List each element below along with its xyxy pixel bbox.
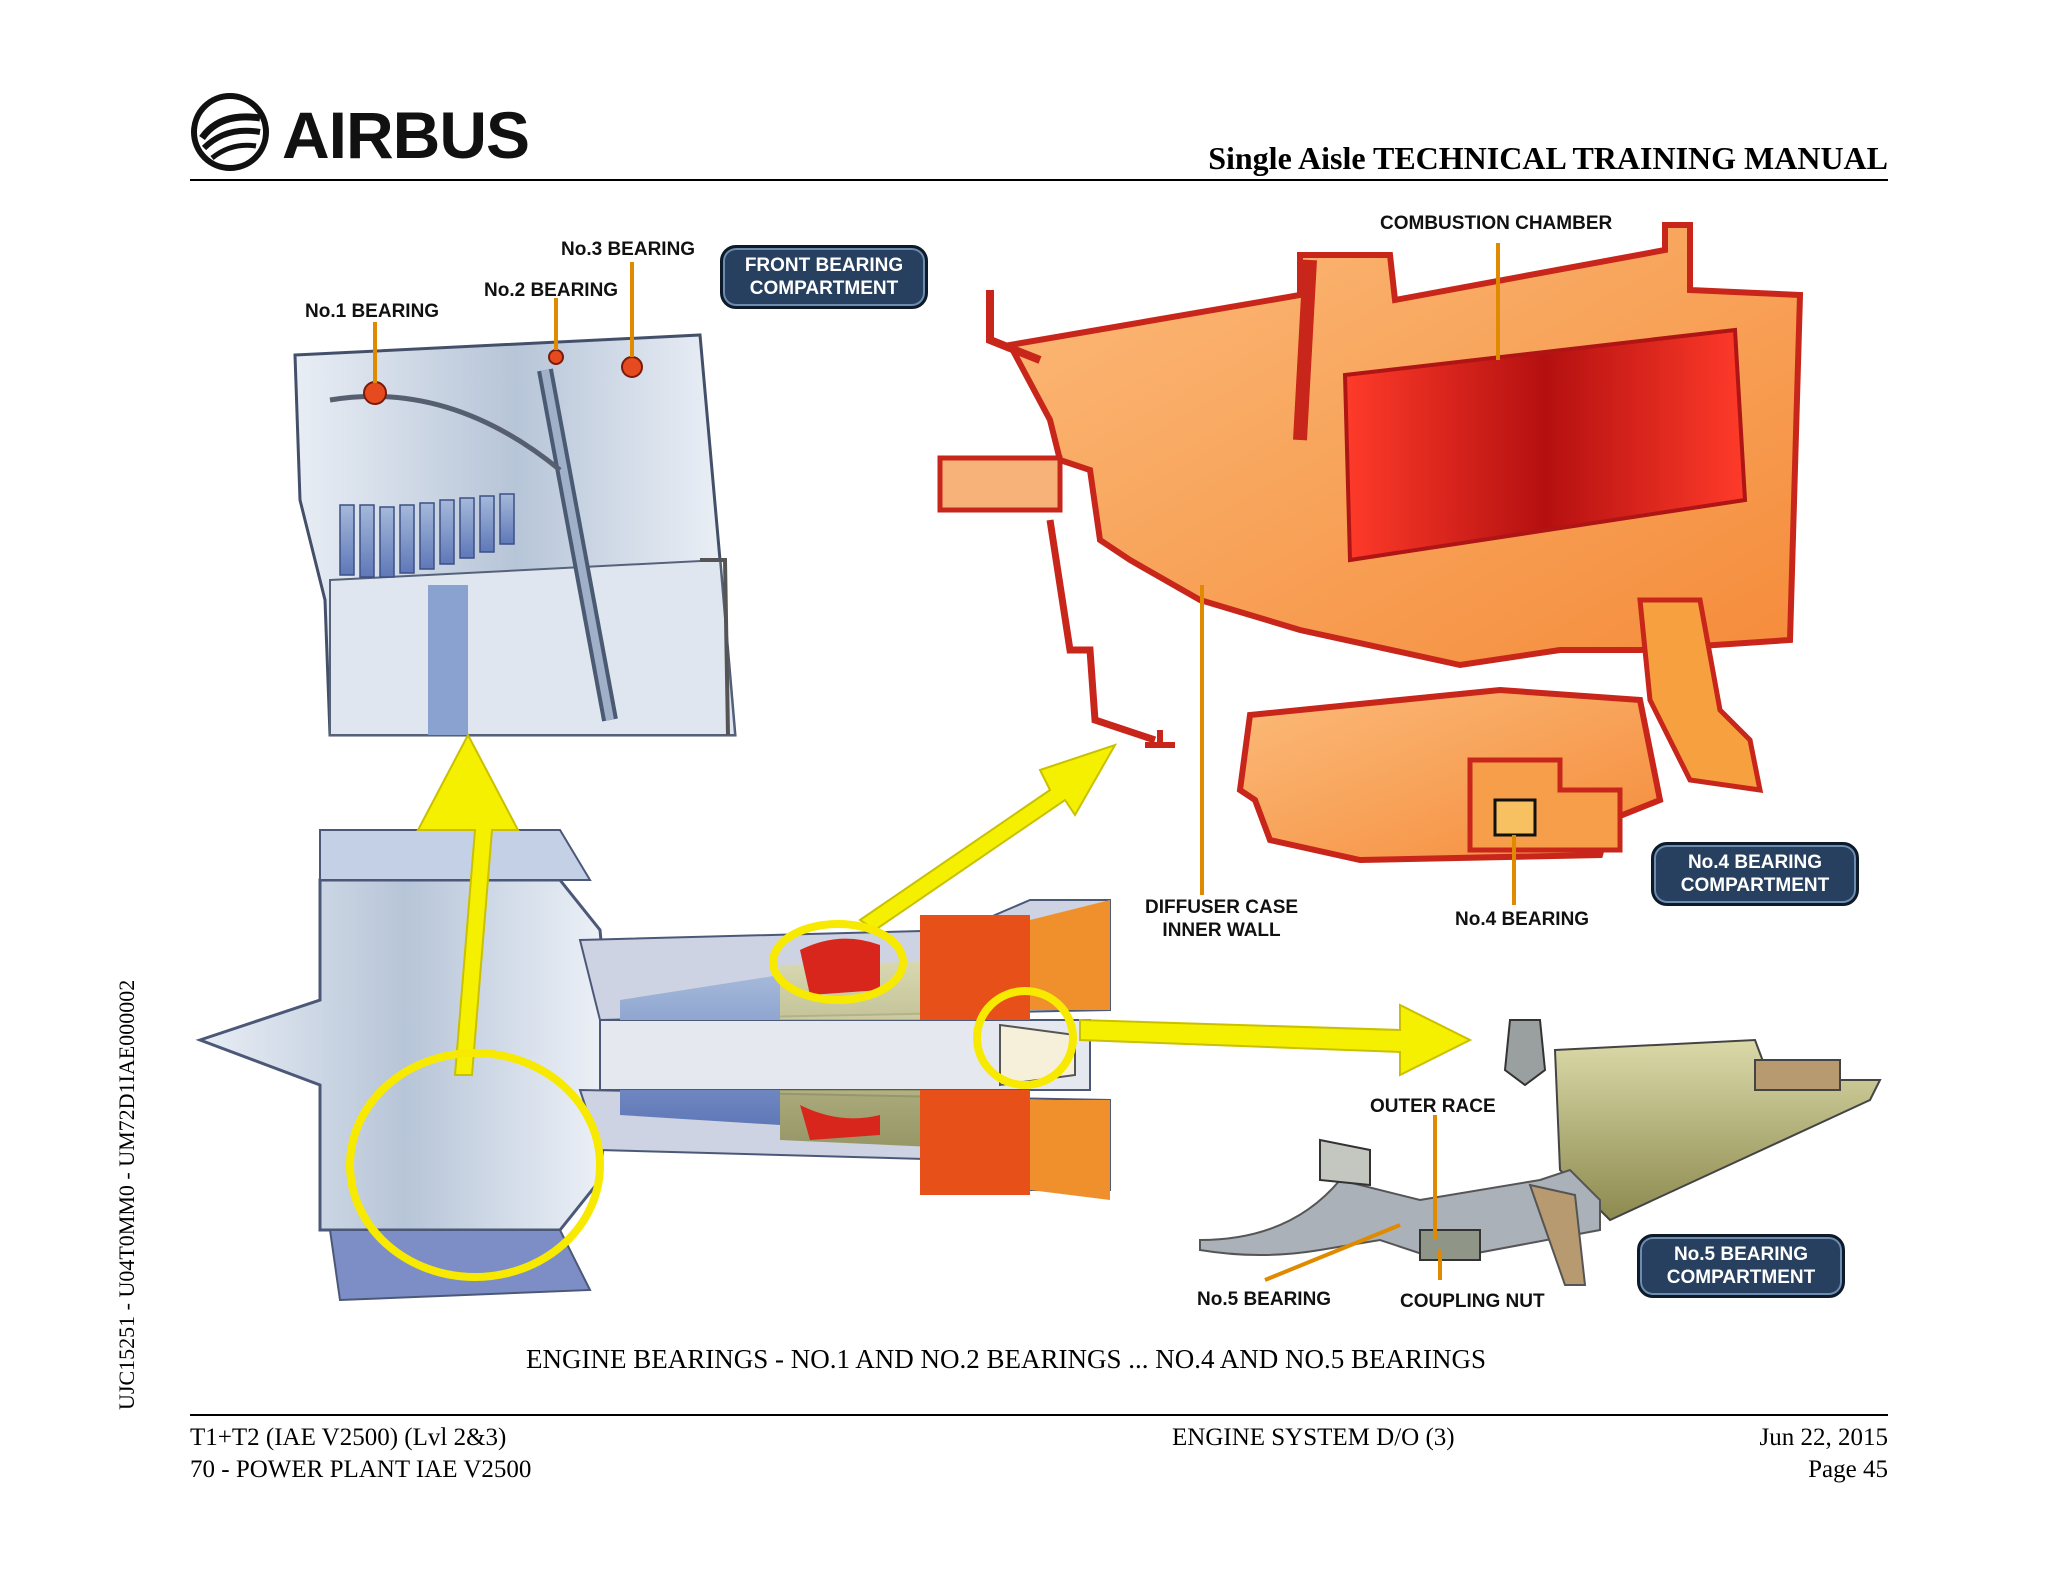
footer-page: Page 45 — [1808, 1456, 1888, 1483]
coupling-nut-label: COUPLING NUT — [1400, 1291, 1545, 1312]
no4-compartment-line2: COMPARTMENT — [1680, 875, 1830, 896]
no5-compartment-line2: COMPARTMENT — [1666, 1267, 1816, 1288]
front-bearing-compartment-drawing — [293, 333, 737, 737]
outer-race-label: OUTER RACE — [1370, 1096, 1496, 1117]
footer-left: T1+T2 (IAE V2500) (Lvl 2&3) 70 - POWER P… — [190, 1422, 531, 1486]
manual-title: Single Aisle TECHNICAL TRAINING MANUAL — [1208, 140, 1888, 176]
no4-bearing-label: No.4 BEARING — [1455, 909, 1590, 930]
leader-lines-no5 — [1264, 1115, 1442, 1282]
no3-bearing-label: No.3 BEARING — [561, 239, 696, 260]
footer-course: T1+T2 (IAE V2500) (Lvl 2&3) — [190, 1424, 507, 1451]
header-rule — [190, 179, 1888, 181]
no2-bearing-label: No.2 BEARING — [484, 280, 619, 301]
leader-lines-combustion — [1200, 243, 1516, 905]
front-compartment-line1: FRONT BEARING — [744, 255, 904, 276]
no5-bearing-label: No.5 BEARING — [1197, 1289, 1332, 1310]
no5-bearing-drawing — [1199, 1019, 1882, 1286]
no4-compartment-line1: No.4 BEARING — [1687, 852, 1823, 873]
airbus-logo-icon — [191, 93, 269, 171]
diffuser-line1: DIFFUSER CASE — [1145, 897, 1299, 918]
engine-cross-section — [195, 829, 1111, 1302]
diffuser-line2: INNER WALL — [1162, 920, 1281, 941]
front-bearing-compartment-badge: FRONT BEARING COMPARTMENT — [720, 245, 928, 309]
no5-compartment-line1: No.5 BEARING — [1673, 1244, 1809, 1265]
combustion-section-drawing — [937, 222, 1804, 864]
brand-name: AIRBUS — [282, 98, 530, 172]
footer-date: Jun 22, 2015 — [1759, 1424, 1888, 1451]
combustion-chamber-label: COMBUSTION CHAMBER — [1380, 213, 1613, 234]
diffuser-case-inner-wall-label: DIFFUSER CASE INNER WALL — [1145, 896, 1298, 942]
footer-right: Jun 22, 2015 Page 45 — [1760, 1422, 1888, 1486]
airbus-logo: AIRBUS — [190, 92, 550, 174]
figure-caption: ENGINE BEARINGS - NO.1 AND NO.2 BEARINGS… — [526, 1344, 1487, 1374]
footer-chapter: 70 - POWER PLANT IAE V2500 — [190, 1456, 532, 1483]
highlight-ellipses — [346, 920, 1077, 1281]
no5-bearing-compartment-badge: No.5 BEARING COMPARTMENT — [1637, 1234, 1845, 1298]
leader-lines-front — [373, 262, 634, 383]
callout-arrows — [416, 732, 1473, 1077]
footer-rule — [190, 1414, 1888, 1416]
front-compartment-line2: COMPARTMENT — [749, 278, 899, 299]
no1-bearing-label: No.1 BEARING — [305, 301, 440, 322]
no4-bearing-compartment-badge: No.4 BEARING COMPARTMENT — [1651, 842, 1859, 906]
footer-section: ENGINE SYSTEM D/O (3) — [1172, 1424, 1455, 1451]
